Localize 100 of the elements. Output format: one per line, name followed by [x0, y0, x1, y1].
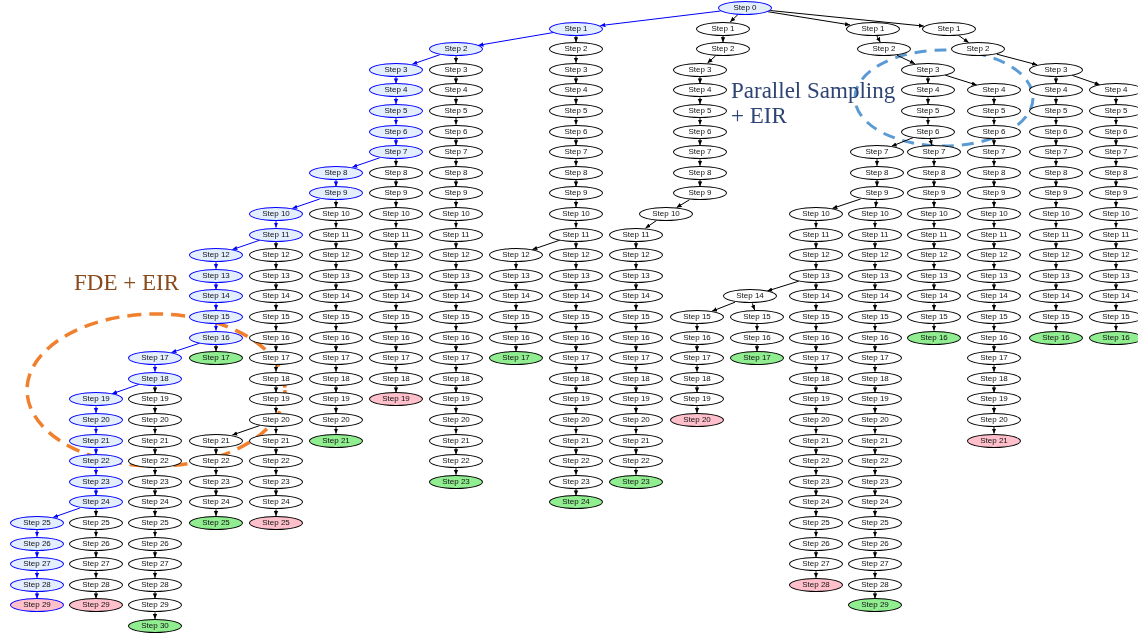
arrow: [152, 447, 158, 455]
step-node: Step 6: [549, 124, 603, 139]
arrow: [152, 570, 158, 579]
arrow: [813, 447, 819, 455]
arrow: [213, 344, 219, 352]
step-node: Step 16: [369, 330, 423, 345]
arrow: [111, 383, 140, 395]
arrow: [931, 158, 937, 167]
step-node: Step 13: [369, 268, 423, 283]
step-node: Step 10: [429, 207, 483, 221]
arrow: [393, 199, 399, 208]
arrow: [573, 199, 579, 208]
arrow: [393, 179, 399, 187]
arrow: [729, 14, 739, 23]
arrow: [676, 199, 690, 209]
arrow: [1113, 199, 1119, 208]
arrow: [213, 302, 219, 311]
arrow: [1113, 220, 1119, 229]
step-node: Step 7: [1089, 145, 1138, 160]
selected-step-node: Step 25: [10, 516, 64, 530]
arrow: [991, 138, 997, 146]
arrow: [393, 261, 399, 270]
step-node: Step 3: [901, 62, 955, 77]
arrow: [213, 282, 219, 290]
arrow: [573, 302, 579, 311]
step-node: Step 22: [848, 454, 902, 469]
arrow: [872, 323, 878, 332]
step-node: Step 17: [369, 351, 423, 366]
arrow: [928, 138, 933, 146]
step-node: Step 10: [907, 207, 961, 221]
step-node: Step 17: [730, 351, 784, 366]
arrow: [93, 488, 99, 496]
arrow: [1053, 220, 1059, 229]
step-node: Step 26: [789, 536, 843, 551]
arrow: [573, 385, 579, 393]
arrow: [152, 611, 158, 620]
arrow: [813, 488, 819, 496]
step-node: Step 26: [128, 536, 182, 551]
step-node: Step 29: [848, 598, 902, 613]
step-node: Step 16: [967, 330, 1021, 345]
step-node: Step 10: [967, 207, 1021, 221]
arrow: [872, 467, 878, 476]
step-node: Step 14: [1029, 289, 1083, 304]
step-node: Step 20: [549, 413, 603, 427]
step-node: Step 16: [1089, 330, 1138, 345]
arrow: [813, 302, 819, 311]
step-node: Step 9: [549, 186, 603, 201]
arrow: [872, 302, 878, 311]
arrow: [453, 364, 459, 373]
step-node: Step 18: [249, 371, 303, 386]
arrow: [273, 364, 279, 373]
arrow: [711, 301, 736, 312]
step-node: Step 5: [901, 104, 955, 118]
arrow: [931, 302, 937, 311]
step-node: Step 7: [429, 145, 483, 160]
arrow: [573, 323, 579, 332]
arrow: [813, 323, 819, 332]
step-node: Step 20: [609, 413, 663, 427]
step-node: Step 25: [848, 516, 902, 530]
step-node: Step 21: [128, 433, 182, 448]
step-node: Step 9: [429, 186, 483, 201]
arrow: [152, 591, 158, 599]
arrow: [931, 199, 937, 208]
arrow: [453, 158, 459, 167]
arrow: [1053, 76, 1059, 84]
arrow: [213, 467, 219, 476]
step-node: Step 13: [609, 268, 663, 283]
arrow: [393, 96, 399, 105]
step-node: Step 15: [1029, 310, 1083, 324]
selected-step-node: Step 9: [309, 186, 363, 201]
arrow: [453, 385, 459, 393]
arrow: [694, 405, 700, 414]
arrow: [872, 426, 878, 435]
arrow: [152, 550, 158, 558]
arrow: [876, 35, 881, 43]
selected-step-node: Step 13: [189, 268, 243, 283]
arrow: [891, 137, 914, 147]
step-node: Step 11: [1089, 227, 1138, 242]
step-node: Step 11: [848, 227, 902, 242]
step-node: Step 7: [673, 145, 727, 160]
step-node: Step 5: [1029, 104, 1083, 118]
arrow: [393, 385, 399, 393]
step-node: Step 17: [609, 351, 663, 366]
selected-step-node: Step 0: [718, 1, 772, 15]
arrow: [1053, 138, 1059, 146]
arrow: [273, 261, 279, 270]
arrow: [453, 199, 459, 208]
selected-step-node: Step 20: [69, 413, 123, 427]
arrow: [697, 138, 703, 146]
step-node: Step 24: [549, 495, 603, 510]
step-node: Step 10: [369, 207, 423, 221]
arrow: [813, 282, 819, 290]
arrow: [931, 220, 937, 229]
arrow: [991, 158, 997, 167]
step-node: Step 18: [609, 371, 663, 386]
step-node: Step 17: [848, 351, 902, 366]
step-node: Step 5: [967, 104, 1021, 118]
arrow: [333, 364, 339, 373]
step-node: Step 10: [639, 207, 693, 221]
step-node: Step 14: [609, 289, 663, 304]
